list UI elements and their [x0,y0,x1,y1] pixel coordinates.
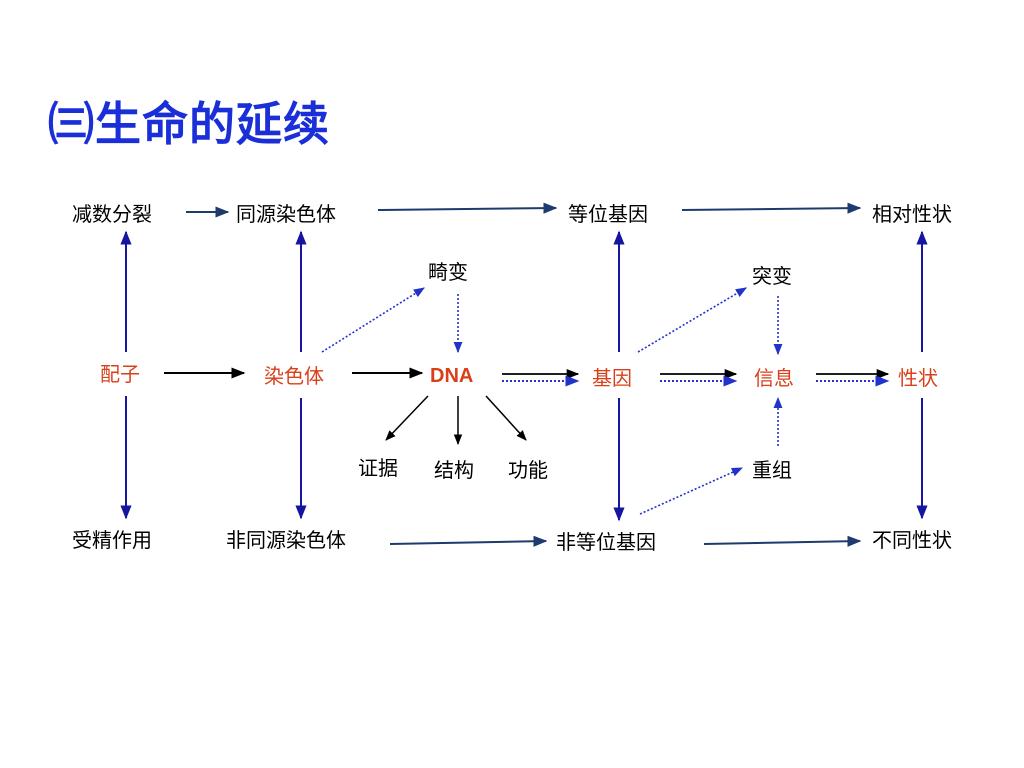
arrow-dna-to-evidence [385,395,429,441]
node-evidence: 证据 [358,456,398,480]
node-trait: 性状 [898,366,938,390]
node-information: 信息 [754,366,794,390]
arrow-non-allele-to-recombination [639,467,744,515]
node-variation: 畸变 [428,260,468,284]
arrow-non-homologous-to-non-allele [389,535,548,547]
node-meiosis: 减数分裂 [72,202,152,226]
node-non-allele: 非等位基因 [556,530,656,554]
node-gene: 基因 [592,366,632,390]
node-recombination: 重组 [752,458,792,482]
node-gamete: 配子 [100,362,140,386]
node-chromosome: 染色体 [264,364,324,388]
node-different-trait: 不同性状 [872,528,952,552]
arrow-allele-to-relative-trait [681,202,862,214]
node-homologous-chromosome: 同源染色体 [236,202,336,226]
node-mutation: 突变 [752,264,792,288]
node-dna: DNA [430,365,474,387]
arrow-chromosome-to-variation [321,287,425,353]
arrow-homologous-to-allele [377,202,558,214]
arrow-gene-to-mutation [637,287,747,353]
node-function: 功能 [508,458,548,482]
node-structure: 结构 [434,458,474,482]
node-allele: 等位基因 [568,202,648,226]
node-non-homologous-chromosome: 非同源染色体 [226,528,346,552]
arrow-non-allele-to-different-trait [703,535,862,547]
node-relative-trait: 相对性状 [872,202,952,226]
slide-title: ㈢生命的延续 [48,97,330,151]
arrow-dna-to-function [485,395,527,441]
node-fertilization: 受精作用 [72,528,152,552]
